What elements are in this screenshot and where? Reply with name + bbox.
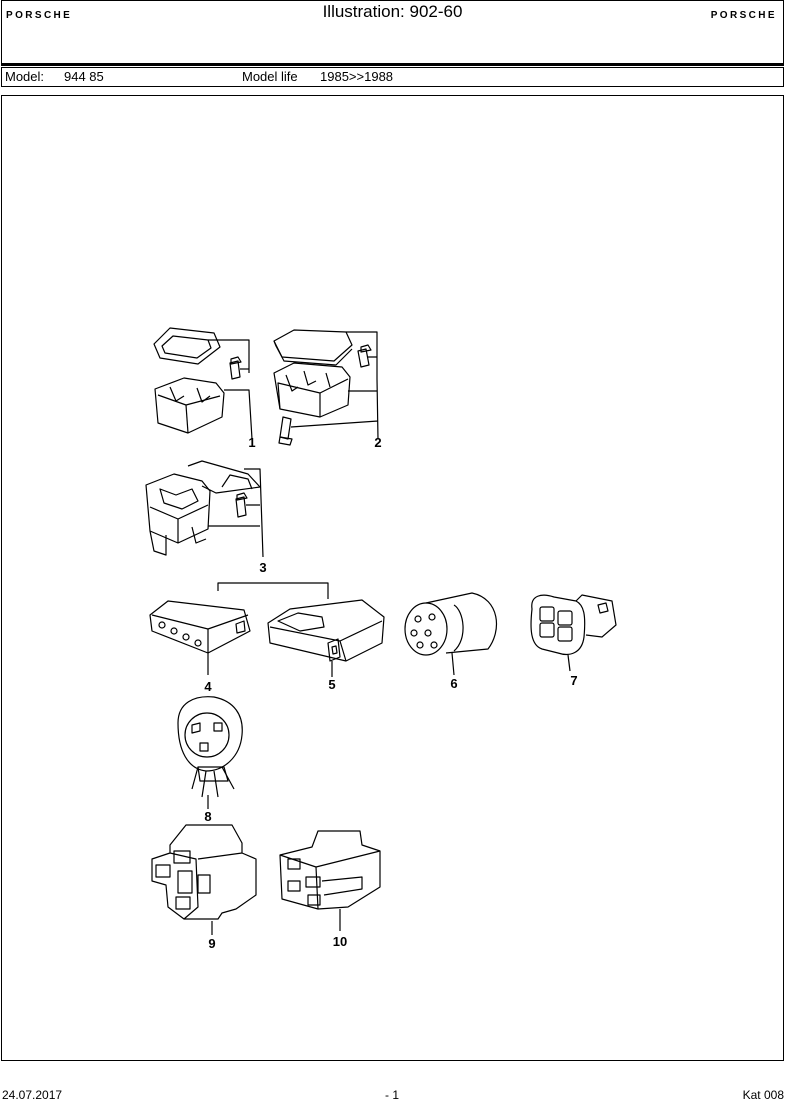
model-bar: Model: 944 85 Model life 1985>>1988 (1, 67, 784, 87)
part-6-drawing (404, 592, 498, 676)
part-4-drawing (149, 600, 251, 675)
part-7-drawing (530, 594, 617, 672)
callout-7: 7 (570, 673, 577, 688)
part-2-drawing (273, 329, 379, 446)
part-5-drawing (267, 599, 385, 677)
bracket-4-5 (217, 582, 329, 599)
part-10-drawing (279, 830, 381, 931)
part-3-drawing (145, 460, 264, 558)
model-value: 944 85 (64, 69, 104, 84)
part-9-drawing (151, 824, 257, 935)
illustration-area: 1 2 3 4 5 6 7 8 9 10 (1, 95, 784, 1061)
callout-6: 6 (450, 676, 457, 691)
parts-illustration: 1 2 3 4 5 6 7 8 9 10 (145, 327, 617, 951)
footer-date: 24.07.2017 (2, 1088, 63, 1102)
callout-2: 2 (374, 435, 381, 450)
part-1-drawing (153, 327, 253, 440)
callout-5: 5 (328, 677, 335, 692)
callout-9: 9 (208, 936, 215, 951)
header: PORSCHE Illustration: 902-60 PORSCHE (1, 0, 784, 66)
callout-4: 4 (204, 679, 212, 694)
callout-8: 8 (204, 809, 211, 824)
porsche-logo-left: PORSCHE (6, 10, 73, 21)
footer-page-number: - 1 (385, 1088, 400, 1102)
callout-3: 3 (259, 560, 266, 575)
model-label: Model: (5, 69, 45, 84)
model-life-value: 1985>>1988 (320, 69, 394, 84)
porsche-logo-right: PORSCHE (710, 10, 777, 21)
part-8-drawing (177, 696, 243, 809)
footer-catalog: Kat 008 (742, 1088, 784, 1102)
page-title: Illustration: 902-60 (322, 2, 463, 21)
model-life-label: Model life (242, 69, 298, 84)
callout-1: 1 (248, 435, 255, 450)
callout-10: 10 (333, 934, 347, 949)
